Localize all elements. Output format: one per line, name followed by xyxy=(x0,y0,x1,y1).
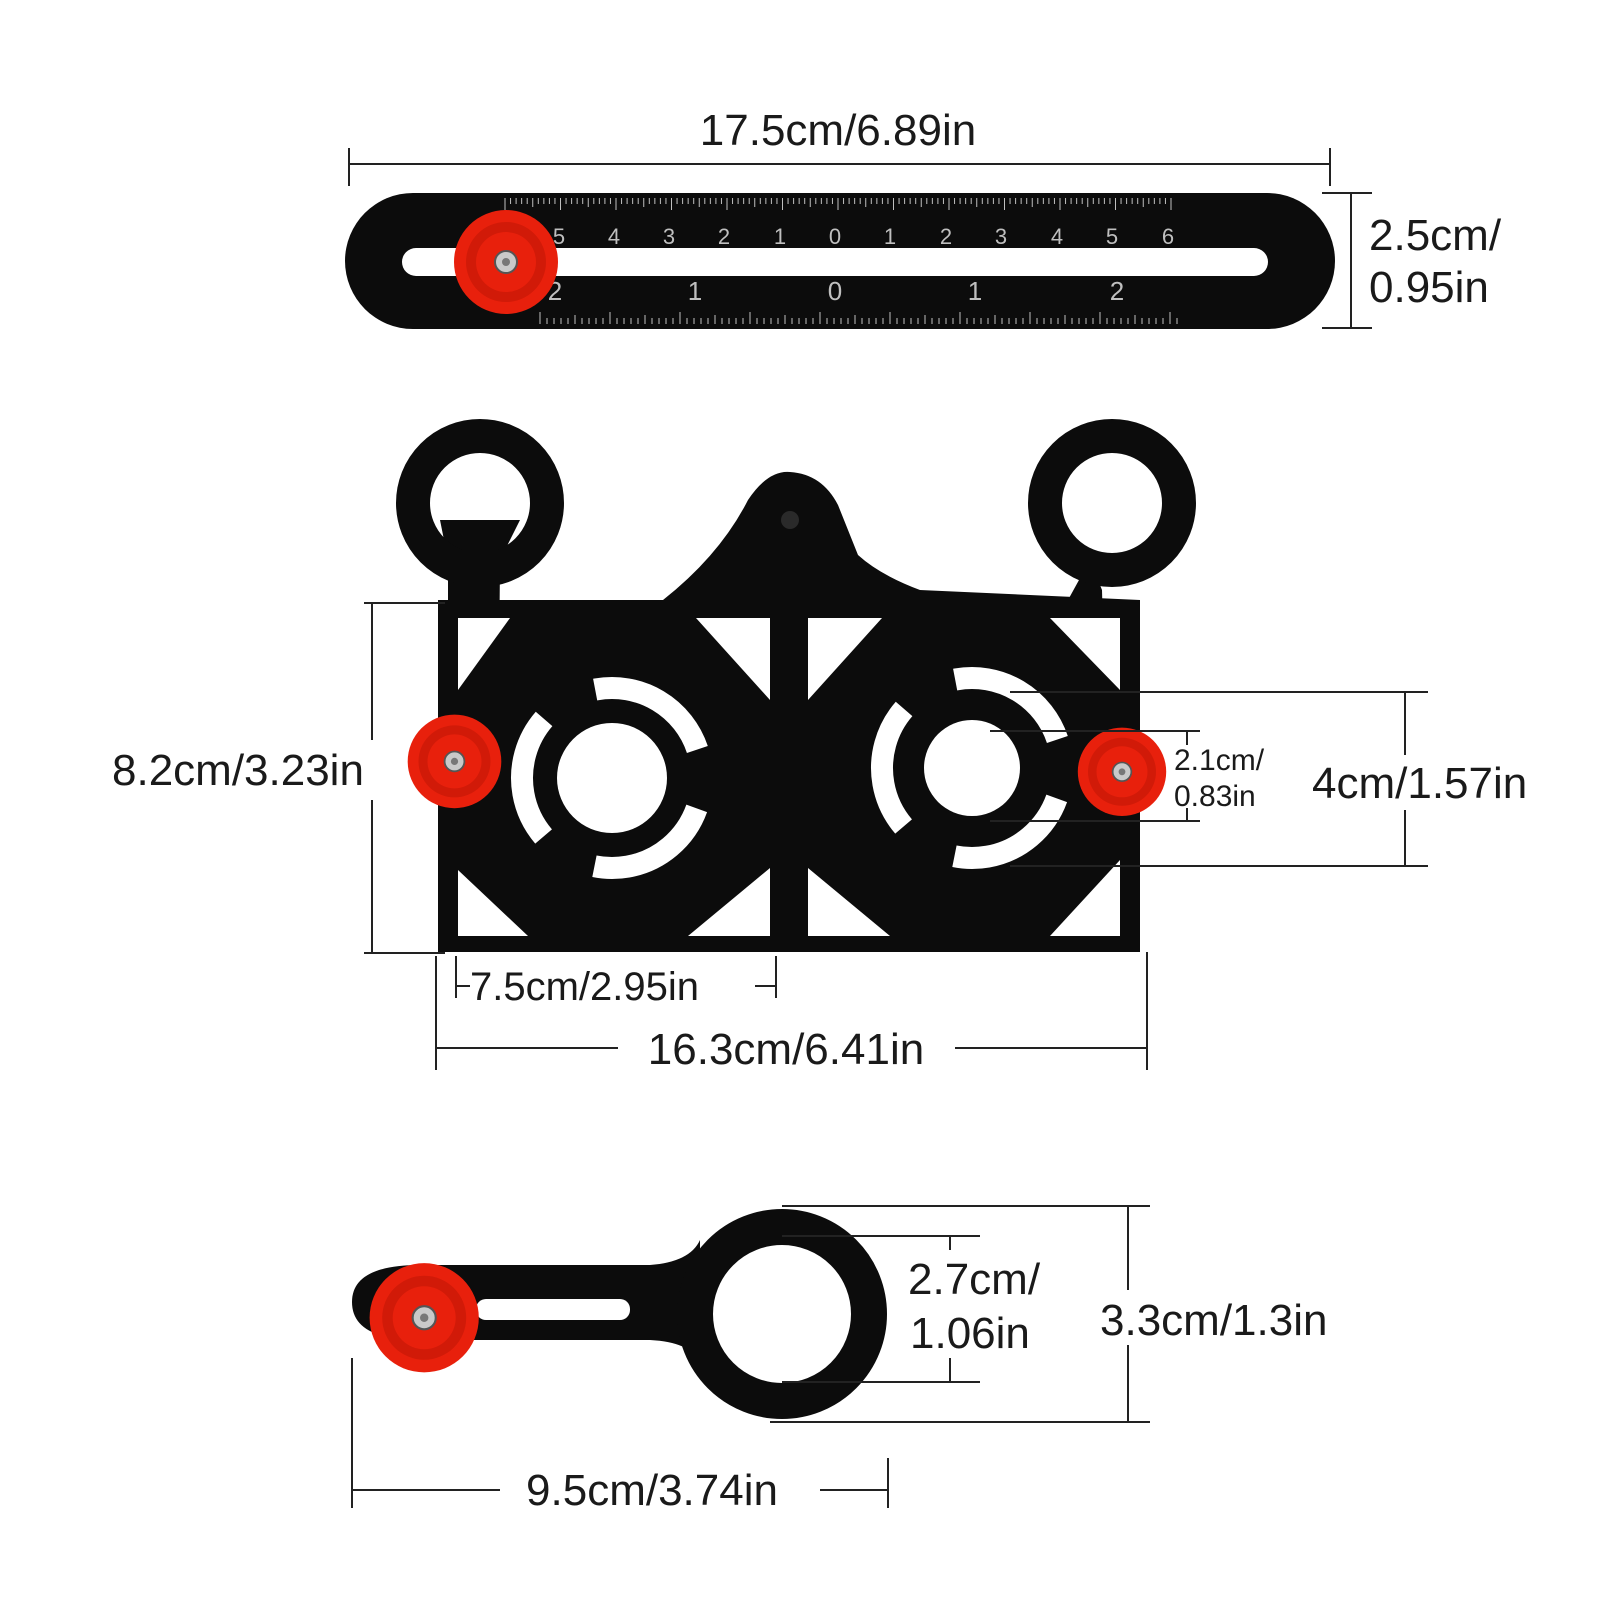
ruler-scale-top-4: 2 xyxy=(718,224,730,249)
plate-spacing-dimension: 7.5cm/2.95in xyxy=(455,956,777,1009)
arm-ring xyxy=(677,1209,887,1419)
ruler-scale-top-11: 5 xyxy=(1106,224,1118,249)
ruler-slot xyxy=(402,248,1268,276)
ruler-scale-top-10: 4 xyxy=(1051,224,1063,249)
center-plate-tool xyxy=(396,419,1196,952)
ruler-length-label: 17.5cm/6.89in xyxy=(700,106,976,155)
ruler-length-dimension: 17.5cm/6.89in xyxy=(348,106,1331,186)
ruler-scale-top-2: 4 xyxy=(608,224,620,249)
plate-width-label: 16.3cm/6.41in xyxy=(648,1025,924,1074)
ruler-scale-top-12: 6 xyxy=(1162,224,1174,249)
plate-hole-label-line-2: 0.83in xyxy=(1174,780,1256,813)
ruler-tick-marks-top xyxy=(504,198,1172,210)
arm-inner-dimension: 2.7cm/ 1.06in xyxy=(782,1235,1041,1383)
ruler-scale-top-6: 0 xyxy=(829,224,841,249)
arm-length-label: 9.5cm/3.74in xyxy=(526,1466,778,1515)
arm-length-dimension: 9.5cm/3.74in xyxy=(351,1358,889,1515)
ruler-tick-marks-bottom xyxy=(539,312,1178,324)
plate-right-knob-icon[interactable] xyxy=(1076,726,1168,817)
arm-knob-icon[interactable] xyxy=(368,1262,480,1374)
plate-ring-dimension: 4cm/1.57in xyxy=(1010,691,1527,867)
plate-spacing-label: 7.5cm/2.95in xyxy=(470,965,699,1009)
ruler-scale-top-1: 5 xyxy=(553,224,565,249)
plate-cutouts xyxy=(458,618,1120,936)
arm-slot xyxy=(476,1299,630,1320)
ruler-height-label-line-2: 0.95in xyxy=(1369,263,1489,312)
plate-height-label: 8.2cm/3.23in xyxy=(112,746,364,795)
plate-height-dimension: 8.2cm/3.23in xyxy=(112,602,445,954)
left-guide-ring xyxy=(511,677,713,879)
ruler-scale-bottom-3: 0 xyxy=(828,276,842,306)
plate-hole-dimension: 2.1cm/ 0.83in xyxy=(990,730,1265,822)
right-arm-ring xyxy=(1028,419,1196,587)
ruler-scale-bottom-5: 2 xyxy=(1110,276,1124,306)
plate-width-dimension: 16.3cm/6.41in xyxy=(435,952,1148,1074)
right-guide-ring xyxy=(871,667,1073,869)
ruler-scale-top-9: 3 xyxy=(995,224,1007,249)
plate-ring-label: 4cm/1.57in xyxy=(1312,759,1527,808)
arm-inner-label-line-2: 1.06in xyxy=(910,1309,1030,1358)
ruler-scale-bottom-4: 1 xyxy=(968,276,982,306)
ruler-scale-top-3: 3 xyxy=(663,224,675,249)
arm-outer-dimension: 3.3cm/1.3in xyxy=(770,1205,1327,1423)
arm-outer-label: 3.3cm/1.3in xyxy=(1100,1296,1327,1345)
ruler-height-dimension: 2.5cm/ 0.95in xyxy=(1322,192,1502,329)
ruler-knob-icon[interactable] xyxy=(453,209,559,315)
ruler-tool: 5 4 3 2 1 0 1 2 3 4 5 6 2 1 0 1 2 xyxy=(345,193,1335,329)
plate-top-hole xyxy=(781,511,799,529)
plate-left-knob-icon[interactable] xyxy=(406,713,503,810)
ruler-scale-top-5: 1 xyxy=(774,224,786,249)
extension-arm-tool xyxy=(352,1209,887,1419)
ruler-height-label-line-1: 2.5cm/ xyxy=(1369,211,1502,260)
ruler-scale-bottom-2: 1 xyxy=(688,276,702,306)
ruler-scale-top-8: 2 xyxy=(940,224,952,249)
arm-inner-label-line-1: 2.7cm/ xyxy=(908,1255,1041,1304)
left-arm-ring xyxy=(396,419,564,587)
plate-hole-label-line-1: 2.1cm/ xyxy=(1174,744,1265,777)
ruler-scale-top-7: 1 xyxy=(884,224,896,249)
